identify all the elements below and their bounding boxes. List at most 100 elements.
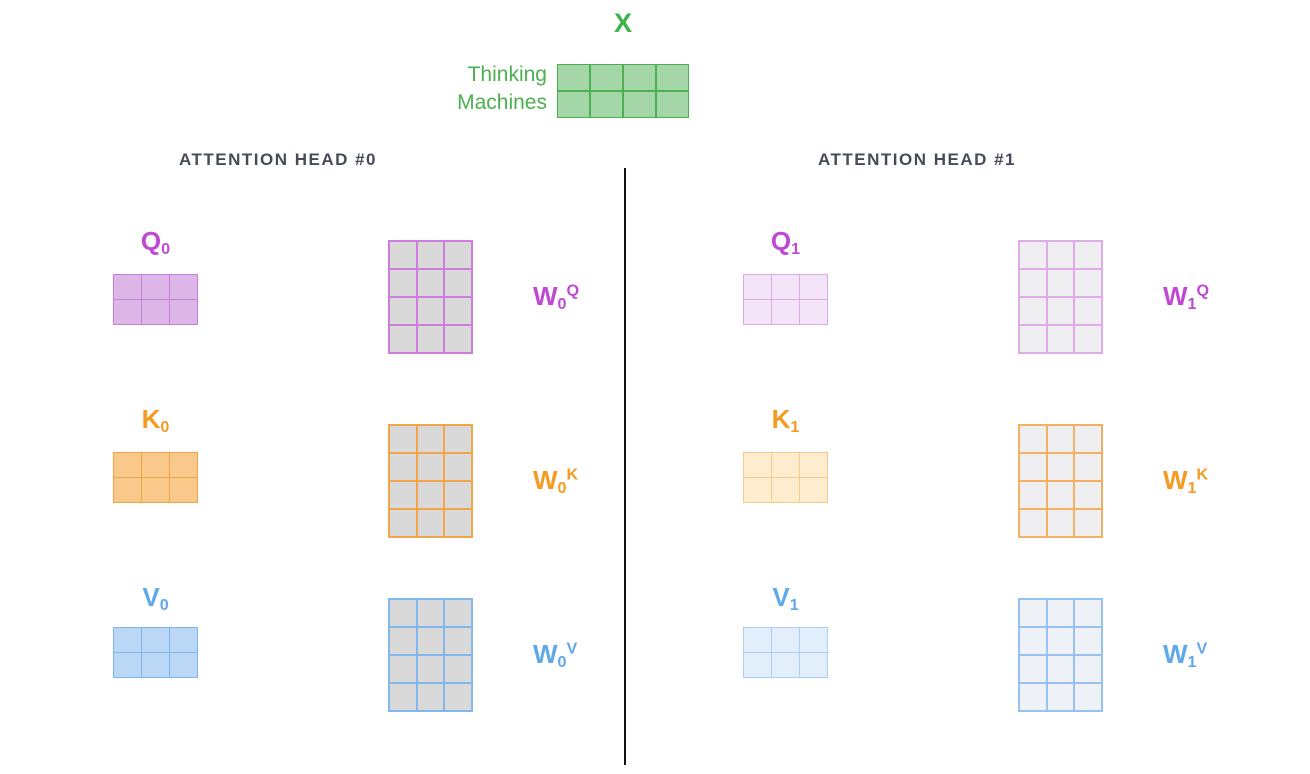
matrix-cell bbox=[623, 65, 656, 91]
label-sub: 0 bbox=[557, 652, 567, 671]
matrix-cell bbox=[390, 298, 416, 324]
matrix-cell bbox=[1047, 510, 1074, 536]
input-token-labels: Thinking Machines bbox=[362, 61, 547, 117]
label-sub: 1 bbox=[1187, 294, 1197, 313]
matrix-cell bbox=[1047, 482, 1074, 508]
matrix-cell bbox=[390, 684, 416, 710]
label-base: W bbox=[1163, 639, 1188, 669]
matrix-cell bbox=[114, 453, 141, 477]
matrix-cell bbox=[558, 65, 590, 91]
matrix-cell bbox=[417, 628, 444, 654]
matrix-cell bbox=[445, 426, 471, 452]
matrix-cell bbox=[390, 270, 416, 296]
matrix-cell bbox=[744, 478, 771, 502]
label-base: W bbox=[533, 281, 558, 311]
w0q-label: W0Q bbox=[533, 281, 580, 313]
matrix-cell bbox=[558, 91, 590, 117]
matrix-cell bbox=[744, 653, 771, 677]
label-sup: K bbox=[1196, 465, 1209, 484]
matrix-cell bbox=[656, 91, 688, 117]
matrix-cell bbox=[142, 275, 169, 299]
matrix-cell bbox=[114, 478, 141, 502]
matrix-cell bbox=[1020, 510, 1046, 536]
matrix-cell bbox=[114, 628, 141, 652]
matrix-cell bbox=[1020, 684, 1046, 710]
matrix-cell bbox=[417, 326, 444, 352]
q1-matrix bbox=[743, 274, 828, 325]
matrix-cell bbox=[170, 653, 197, 677]
label-base: Q bbox=[770, 226, 792, 256]
w0k-weight-matrix bbox=[388, 424, 473, 538]
matrix-cell bbox=[390, 600, 416, 626]
matrix-cell bbox=[417, 426, 444, 452]
matrix-cell bbox=[744, 628, 771, 652]
label-base: V bbox=[142, 582, 160, 612]
matrix-cell bbox=[445, 326, 471, 352]
v1-matrix bbox=[743, 627, 828, 678]
matrix-cell bbox=[445, 600, 471, 626]
matrix-cell bbox=[1020, 326, 1046, 352]
matrix-cell bbox=[390, 510, 416, 536]
label-sup: V bbox=[566, 639, 578, 658]
label-base: W bbox=[533, 465, 558, 495]
label-sub: 1 bbox=[791, 239, 801, 258]
k1-matrix bbox=[743, 452, 828, 503]
q0-matrix bbox=[113, 274, 198, 325]
matrix-cell bbox=[772, 478, 799, 502]
matrix-cell bbox=[417, 482, 444, 508]
matrix-cell bbox=[1047, 298, 1074, 324]
matrix-cell bbox=[114, 653, 141, 677]
matrix-cell bbox=[1047, 684, 1074, 710]
matrix-cell bbox=[445, 684, 471, 710]
matrix-cell bbox=[1075, 270, 1101, 296]
label-sub: 1 bbox=[1187, 652, 1197, 671]
label-base: W bbox=[533, 639, 558, 669]
matrix-cell bbox=[1075, 600, 1101, 626]
label-sub: 0 bbox=[161, 239, 171, 258]
matrix-cell bbox=[445, 510, 471, 536]
matrix-cell bbox=[142, 653, 169, 677]
matrix-cell bbox=[1020, 298, 1046, 324]
label-sub: 1 bbox=[1187, 478, 1197, 497]
label-sub: 1 bbox=[790, 417, 800, 436]
matrix-cell bbox=[1047, 656, 1074, 682]
label-sub: 0 bbox=[557, 294, 567, 313]
label-sup: K bbox=[566, 465, 579, 484]
input-embedding-matrix bbox=[557, 64, 689, 118]
matrix-cell bbox=[800, 628, 827, 652]
matrix-cell bbox=[445, 298, 471, 324]
matrix-cell bbox=[1020, 426, 1046, 452]
vertical-divider bbox=[624, 168, 626, 765]
matrix-cell bbox=[1075, 628, 1101, 654]
matrix-cell bbox=[744, 300, 771, 324]
matrix-cell bbox=[1020, 242, 1046, 268]
v0-label: V0 bbox=[113, 582, 198, 614]
label-base: Q bbox=[140, 226, 162, 256]
matrix-cell bbox=[417, 656, 444, 682]
matrix-cell bbox=[417, 510, 444, 536]
matrix-cell bbox=[445, 482, 471, 508]
matrix-cell bbox=[1075, 326, 1101, 352]
matrix-cell bbox=[142, 453, 169, 477]
token-label: Machines bbox=[457, 91, 547, 114]
matrix-cell bbox=[1020, 454, 1046, 480]
matrix-cell bbox=[656, 65, 688, 91]
matrix-cell bbox=[114, 275, 141, 299]
w1q-weight-matrix bbox=[1018, 240, 1103, 354]
label-base: V bbox=[772, 582, 790, 612]
matrix-cell bbox=[772, 275, 799, 299]
label-base: W bbox=[1163, 465, 1188, 495]
matrix-cell bbox=[417, 242, 444, 268]
matrix-cell bbox=[1075, 242, 1101, 268]
matrix-cell bbox=[1047, 600, 1074, 626]
token-label: Thinking bbox=[467, 63, 547, 86]
label-sup: Q bbox=[1196, 281, 1210, 300]
matrix-cell bbox=[417, 684, 444, 710]
matrix-cell bbox=[170, 628, 197, 652]
label-sup: Q bbox=[566, 281, 580, 300]
matrix-cell bbox=[417, 454, 444, 480]
label-sub: 0 bbox=[159, 595, 169, 614]
matrix-cell bbox=[1020, 656, 1046, 682]
matrix-cell bbox=[417, 600, 444, 626]
